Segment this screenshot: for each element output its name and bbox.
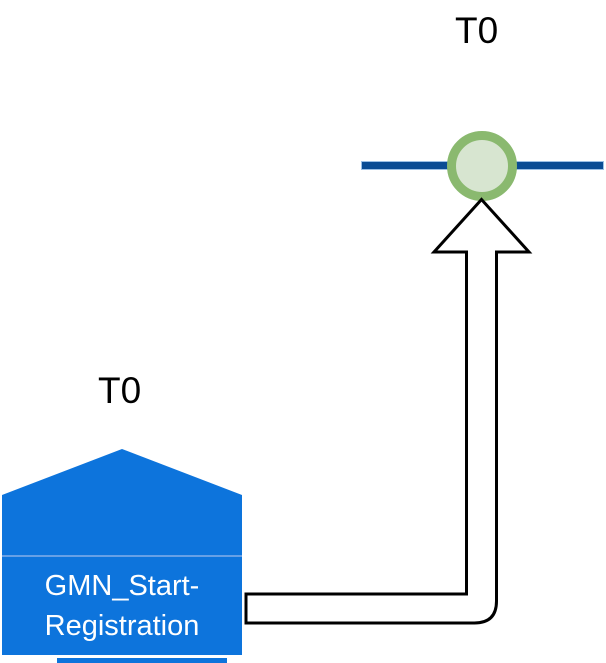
partial-shape-bottom[interactable]: [57, 658, 227, 663]
process-shape-divider: [2, 555, 242, 557]
process-t0-label: T0: [98, 370, 142, 411]
process-shape-body[interactable]: GMN_Start- Registration: [2, 557, 242, 655]
timeline-t0-label: T0: [455, 10, 499, 51]
process-shape-text-line2: Registration: [44, 610, 200, 642]
timeline-event-circle[interactable]: [447, 131, 517, 201]
process-shape-text-line1: GMN_Start-: [44, 570, 200, 602]
arrow-path[interactable]: [244, 197, 533, 625]
